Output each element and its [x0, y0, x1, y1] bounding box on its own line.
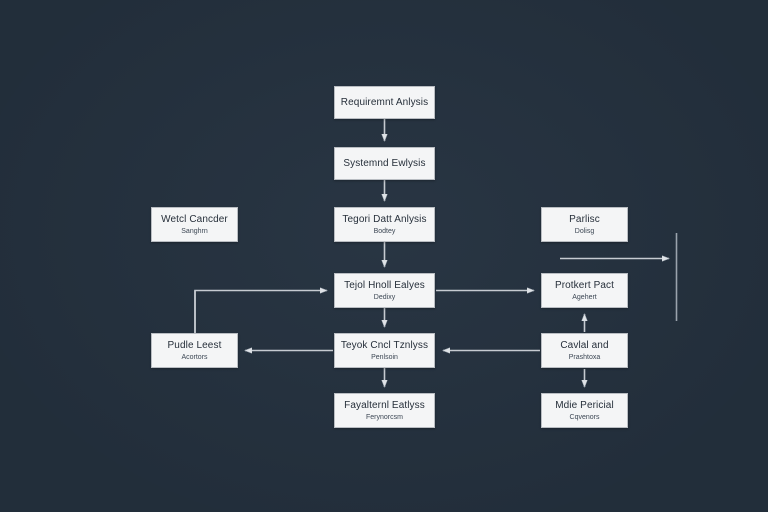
node-title: Fayalternl Eatlyss	[344, 399, 425, 411]
node-subtitle: Penlsoin	[371, 353, 398, 361]
node-target-data-analysis[interactable]: Tegori Datt Anlysis Bodtey	[334, 207, 435, 242]
node-public-level[interactable]: Pudle Leest Acortors	[151, 333, 238, 368]
node-title: Pudle Leest	[167, 339, 222, 351]
node-subtitle: Sanghrn	[181, 227, 208, 235]
node-system-analysis[interactable]: Systemnd Ewlysis	[334, 147, 435, 180]
node-target-cost-analysis[interactable]: Teyok Cncl Tznlyss Penlsoin	[334, 333, 435, 368]
node-subtitle: Bodtey	[373, 227, 396, 235]
node-title: Parlisc	[569, 213, 600, 225]
node-title: Mdie Pericial	[555, 399, 614, 411]
node-target-model-analysis[interactable]: Tejol Hnoll Ealyes Dedixy	[334, 273, 435, 308]
node-subtitle: Dedixy	[373, 293, 396, 301]
node-title: Teyok Cncl Tznlyss	[340, 339, 429, 351]
node-middle-material[interactable]: Mdie Pericial Cqvenors	[541, 393, 628, 428]
node-right-particle[interactable]: Parlisc Dolisg	[541, 207, 628, 242]
node-title: Wetcl Cancder	[161, 213, 228, 225]
node-title: Systemnd Ewlysis	[343, 157, 426, 169]
node-title: Cavlal and	[560, 339, 609, 351]
node-subtitle: Prashtoxa	[568, 353, 601, 361]
node-title: Tejol Hnoll Ealyes	[344, 279, 425, 291]
node-subtitle: Cqvenors	[569, 413, 600, 421]
node-title: Tegori Datt Anlysis	[342, 213, 427, 225]
node-subtitle: Acortors	[181, 353, 208, 361]
node-title: Protkert Pact	[554, 279, 615, 291]
node-capital-and-processing[interactable]: Cavlal and Prashtoxa	[541, 333, 628, 368]
node-product-pact[interactable]: Protkert Pact Agehert	[541, 273, 628, 308]
node-subtitle: Dolisg	[574, 227, 595, 235]
node-subtitle: Agehert	[572, 293, 597, 301]
node-subtitle: Ferynorcsm	[366, 413, 403, 421]
node-left-candidate[interactable]: Wetcl Cancder Sanghrn	[151, 207, 238, 242]
node-final-analysis[interactable]: Fayalternl Eatlyss Ferynorcsm	[334, 393, 435, 428]
node-title: Requiremnt Anlysis	[340, 96, 429, 108]
edge-elbow-left-to-n6	[194, 291, 327, 338]
node-requirement-analysis[interactable]: Requiremnt Anlysis	[334, 86, 435, 119]
